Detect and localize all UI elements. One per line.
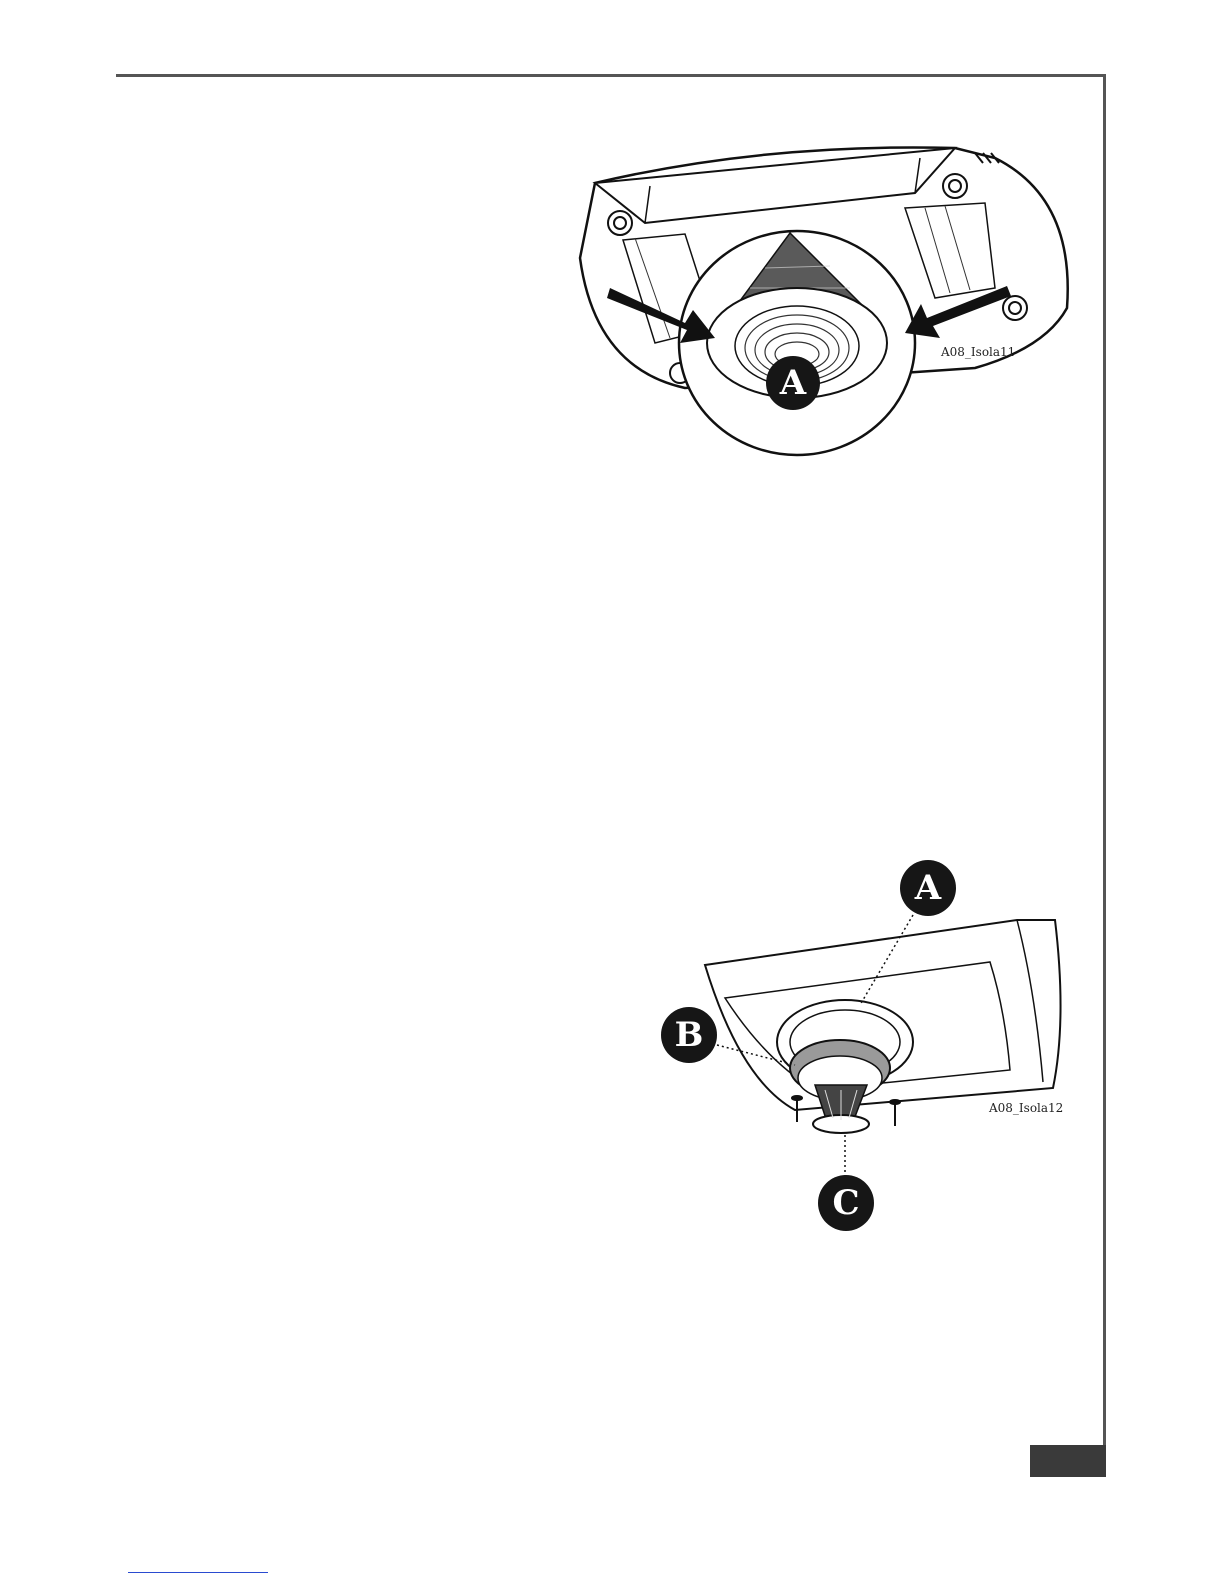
page-frame-top-rule [116, 74, 1106, 77]
callout-c: C [818, 1175, 874, 1231]
callout-a: A [900, 860, 956, 916]
hood-lamp-illustration [655, 860, 1085, 1240]
callout-a: A [766, 356, 820, 410]
hood-underside-illustration [575, 138, 1080, 438]
figure-lamp-assembly: A B C A08_Isola12 [655, 860, 1085, 1240]
figure-filter-removal: A A08_Isola11 [575, 138, 1080, 438]
figure-caption: A08_Isola11 [941, 345, 1015, 359]
page-number-tab [1030, 1445, 1106, 1477]
footer-link-underline[interactable] [128, 1572, 268, 1573]
callout-b: B [661, 1007, 717, 1063]
figure-caption: A08_Isola12 [989, 1101, 1063, 1115]
page-frame-right-rule [1103, 74, 1106, 1474]
